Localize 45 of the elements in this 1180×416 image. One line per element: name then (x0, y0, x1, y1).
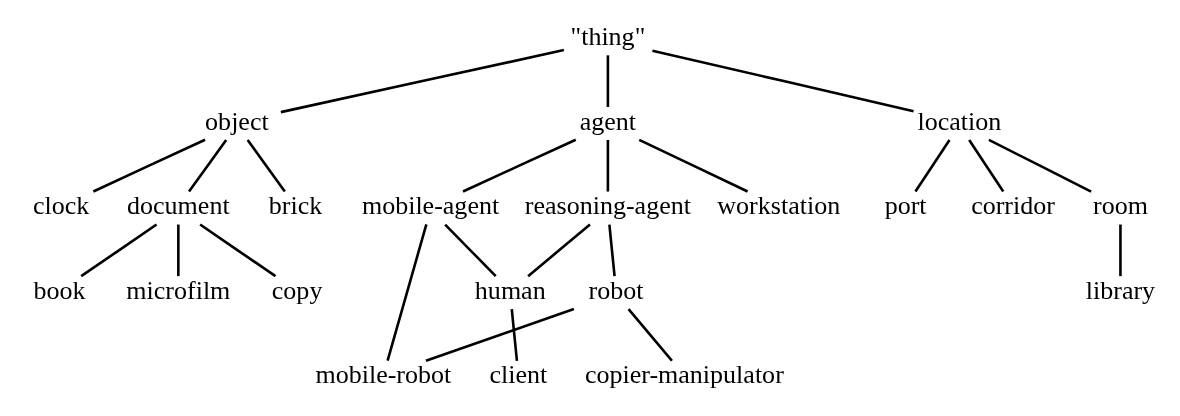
connector (444, 223, 497, 278)
connector (199, 223, 277, 278)
node-text: agent (579, 106, 637, 136)
node-text: location (917, 106, 1002, 136)
connector (280, 48, 565, 114)
connector (1119, 224, 1122, 277)
node-text: copy (271, 275, 323, 305)
node-text: room (1092, 191, 1148, 221)
connector (80, 223, 158, 278)
node-text: robot (588, 275, 644, 305)
connector (968, 139, 1005, 193)
node-text: library (1085, 275, 1156, 305)
connector (988, 138, 1092, 193)
connector (638, 138, 749, 193)
connector (386, 224, 428, 361)
connector (527, 223, 591, 278)
connector (608, 224, 616, 277)
node-text: port (884, 191, 927, 221)
node-text: human (474, 275, 546, 305)
node-text: workstation (717, 191, 841, 221)
node-text: book (33, 275, 86, 305)
connector (246, 139, 286, 193)
connector (652, 49, 914, 113)
connector (627, 308, 673, 362)
node-text: clock (33, 191, 90, 221)
node-text: "thing" (570, 21, 646, 51)
node-text: document (127, 191, 230, 221)
connector (510, 309, 519, 361)
node-text: mobile-agent (361, 191, 500, 221)
connector (606, 139, 610, 192)
connector (914, 139, 951, 193)
node-text: mobile-robot (315, 360, 452, 390)
connector (462, 138, 577, 193)
connector (92, 138, 206, 193)
node-text: client (489, 360, 548, 390)
node-text: reasoning-agent (524, 191, 691, 221)
connector (187, 139, 228, 193)
node-text: microfilm (126, 275, 231, 305)
connector (425, 307, 575, 362)
connector (606, 55, 610, 107)
node-text: copier-manipulator (584, 360, 784, 390)
node-text: corridor (971, 191, 1055, 221)
node-text: brick (268, 191, 323, 221)
connector (177, 224, 180, 277)
node-text: object (205, 106, 269, 136)
